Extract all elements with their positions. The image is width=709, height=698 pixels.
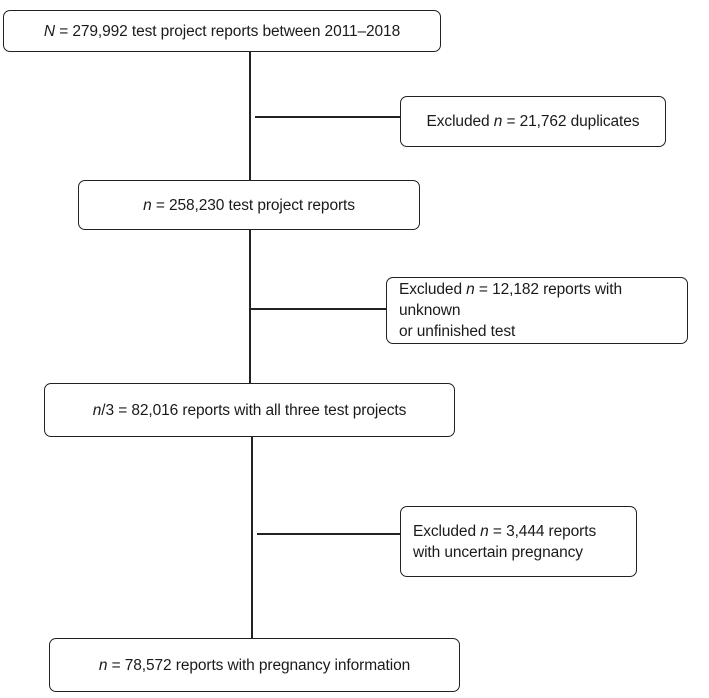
box-after-duplicates: n = 258,230 test project reports: [78, 180, 420, 230]
connector-main-3: [251, 436, 253, 640]
box-excluded-uncertain-pregnancy: Excluded n = 3,444 reports with uncertai…: [400, 506, 637, 577]
connector-exclusion-3: [257, 533, 401, 535]
connector-main-1: [249, 50, 251, 184]
box-excluded-unknown-tests: Excluded n = 12,182 reports with unknown…: [386, 277, 688, 344]
box-total-reports: N = 279,992 test project reports between…: [3, 10, 441, 52]
connector-main-2: [249, 229, 251, 383]
connector-exclusion-1: [255, 116, 401, 118]
box-all-three-projects: n/3 = 82,016 reports with all three test…: [44, 383, 455, 437]
box-excluded-duplicates: Excluded n = 21,762 duplicates: [400, 96, 666, 147]
connector-exclusion-2: [251, 308, 387, 310]
box-final-pregnancy-info: n = 78,572 reports with pregnancy inform…: [49, 638, 460, 692]
